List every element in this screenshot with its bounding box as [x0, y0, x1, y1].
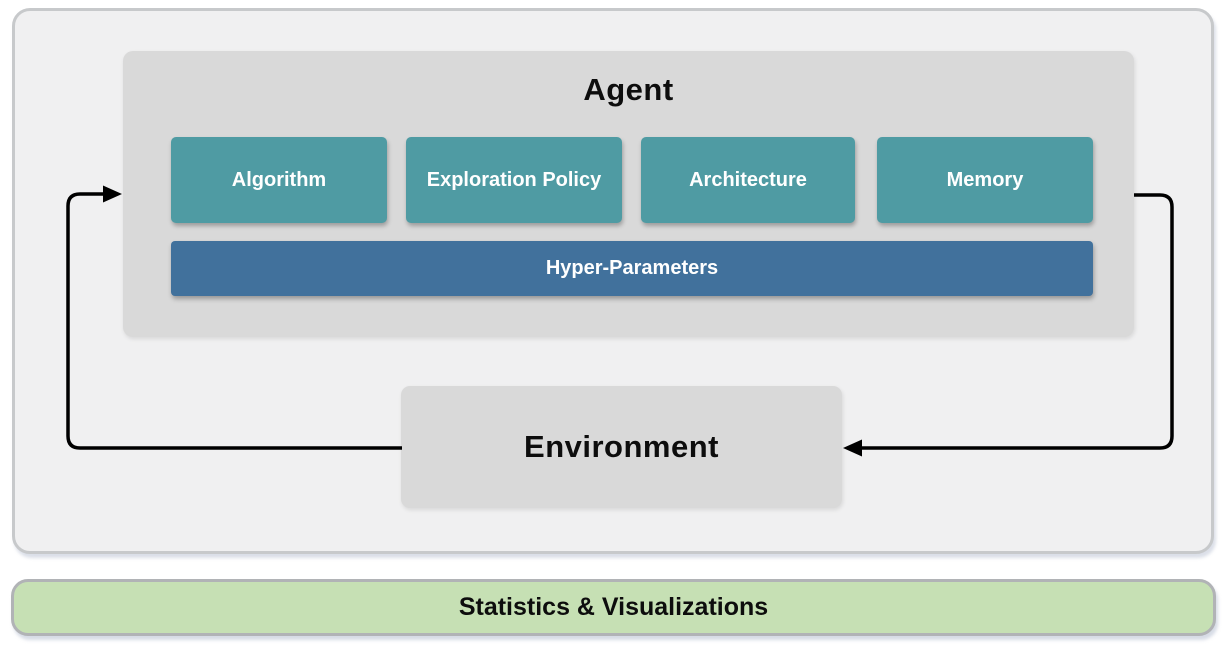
agent-module-exploration-policy: Exploration Policy — [406, 137, 622, 223]
agent-module-architecture: Architecture — [641, 137, 855, 223]
agent-module-algorithm: Algorithm — [171, 137, 387, 223]
agent-title: Agent — [583, 72, 674, 107]
statistics-visualizations-bar: Statistics & Visualizations — [11, 579, 1216, 636]
hyper-parameters-bar: Hyper-Parameters — [171, 241, 1093, 296]
environment-box: Environment — [401, 386, 842, 508]
agent-module-memory: Memory — [877, 137, 1093, 223]
